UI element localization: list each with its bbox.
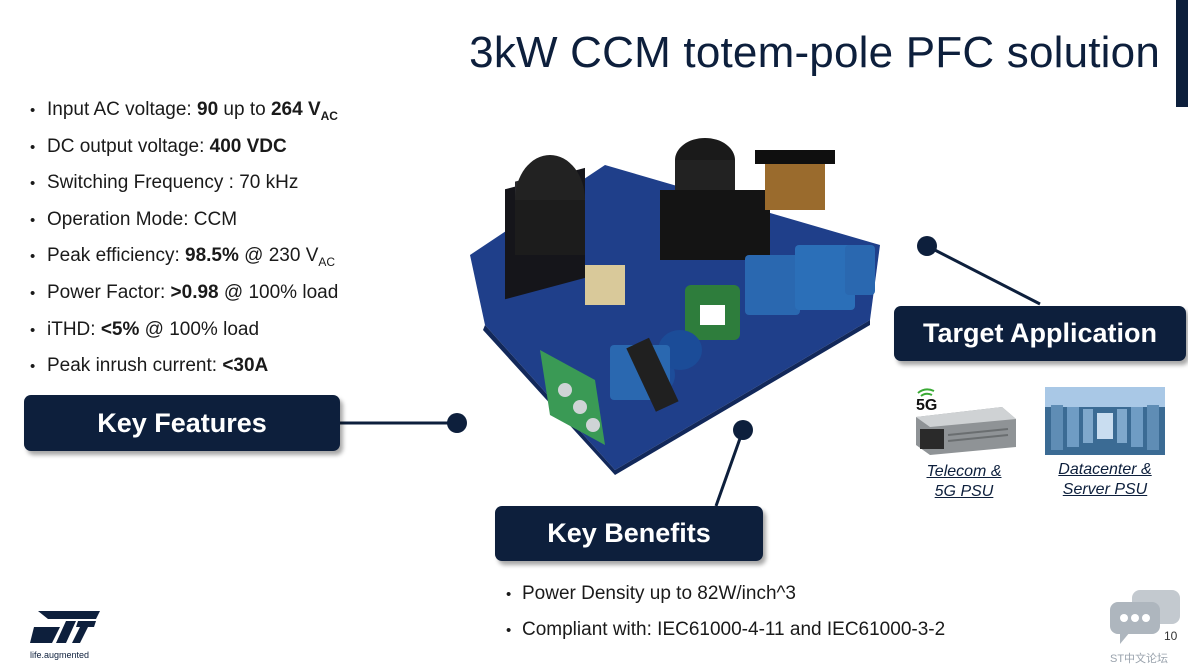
5g-badge-text: 5G (916, 397, 937, 414)
target-application-badge: Target Application (894, 306, 1186, 361)
feature-inrush-current: Peak inrush current: <30A (30, 351, 338, 388)
st-logo (30, 611, 100, 643)
5g-psu-image: 5G (915, 388, 1016, 455)
key-benefits-list: Power Density up to 82W/inch^3 Compliant… (506, 580, 945, 652)
app-datacenter-label-2[interactable]: Server PSU (1062, 481, 1148, 498)
app-telecom-label-2[interactable]: 5G PSU (934, 483, 994, 500)
key-benefits-badge: Key Benefits (495, 506, 763, 561)
page-number: 10 (1164, 629, 1178, 643)
edge-accent-bar (1176, 0, 1188, 107)
tagline: life.augmented (30, 650, 90, 660)
benefit-compliance: Compliant with: IEC61000-4-11 and IEC610… (506, 616, 945, 652)
datacenter-image (1045, 387, 1165, 455)
page-title: 3kW CCM totem-pole PFC solution (469, 28, 1160, 77)
watermark-text: ST中文论坛 (1110, 653, 1169, 665)
app-telecom[interactable]: 5G Telecom & 5G PSU (905, 387, 1023, 502)
feature-switching-frequency: Switching Frequency : 70 kHz (30, 168, 338, 205)
app-datacenter[interactable]: Datacenter & Server PSU (1040, 387, 1170, 500)
feature-operation-mode: Operation Mode: CCM (30, 205, 338, 242)
key-features-badge: Key Features (24, 395, 340, 451)
key-features-list: Input AC voltage: 90 up to 264 VAC DC ou… (30, 95, 338, 388)
app-telecom-label-1[interactable]: Telecom & (926, 463, 1002, 480)
feature-peak-efficiency: Peak efficiency: 98.5% @ 230 VAC (30, 241, 338, 278)
feature-input-voltage: Input AC voltage: 90 up to 264 VAC (30, 95, 338, 132)
feature-power-factor: Power Factor: >0.98 @ 100% load (30, 278, 338, 315)
forum-chat-icon (1110, 590, 1180, 644)
pfc-board-image (470, 138, 880, 475)
feature-dc-output: DC output voltage: 400 VDC (30, 132, 338, 169)
app-datacenter-label-1[interactable]: Datacenter & (1058, 461, 1152, 478)
feature-ithd: iTHD: <5% @ 100% load (30, 315, 338, 352)
benefit-power-density: Power Density up to 82W/inch^3 (506, 580, 945, 616)
